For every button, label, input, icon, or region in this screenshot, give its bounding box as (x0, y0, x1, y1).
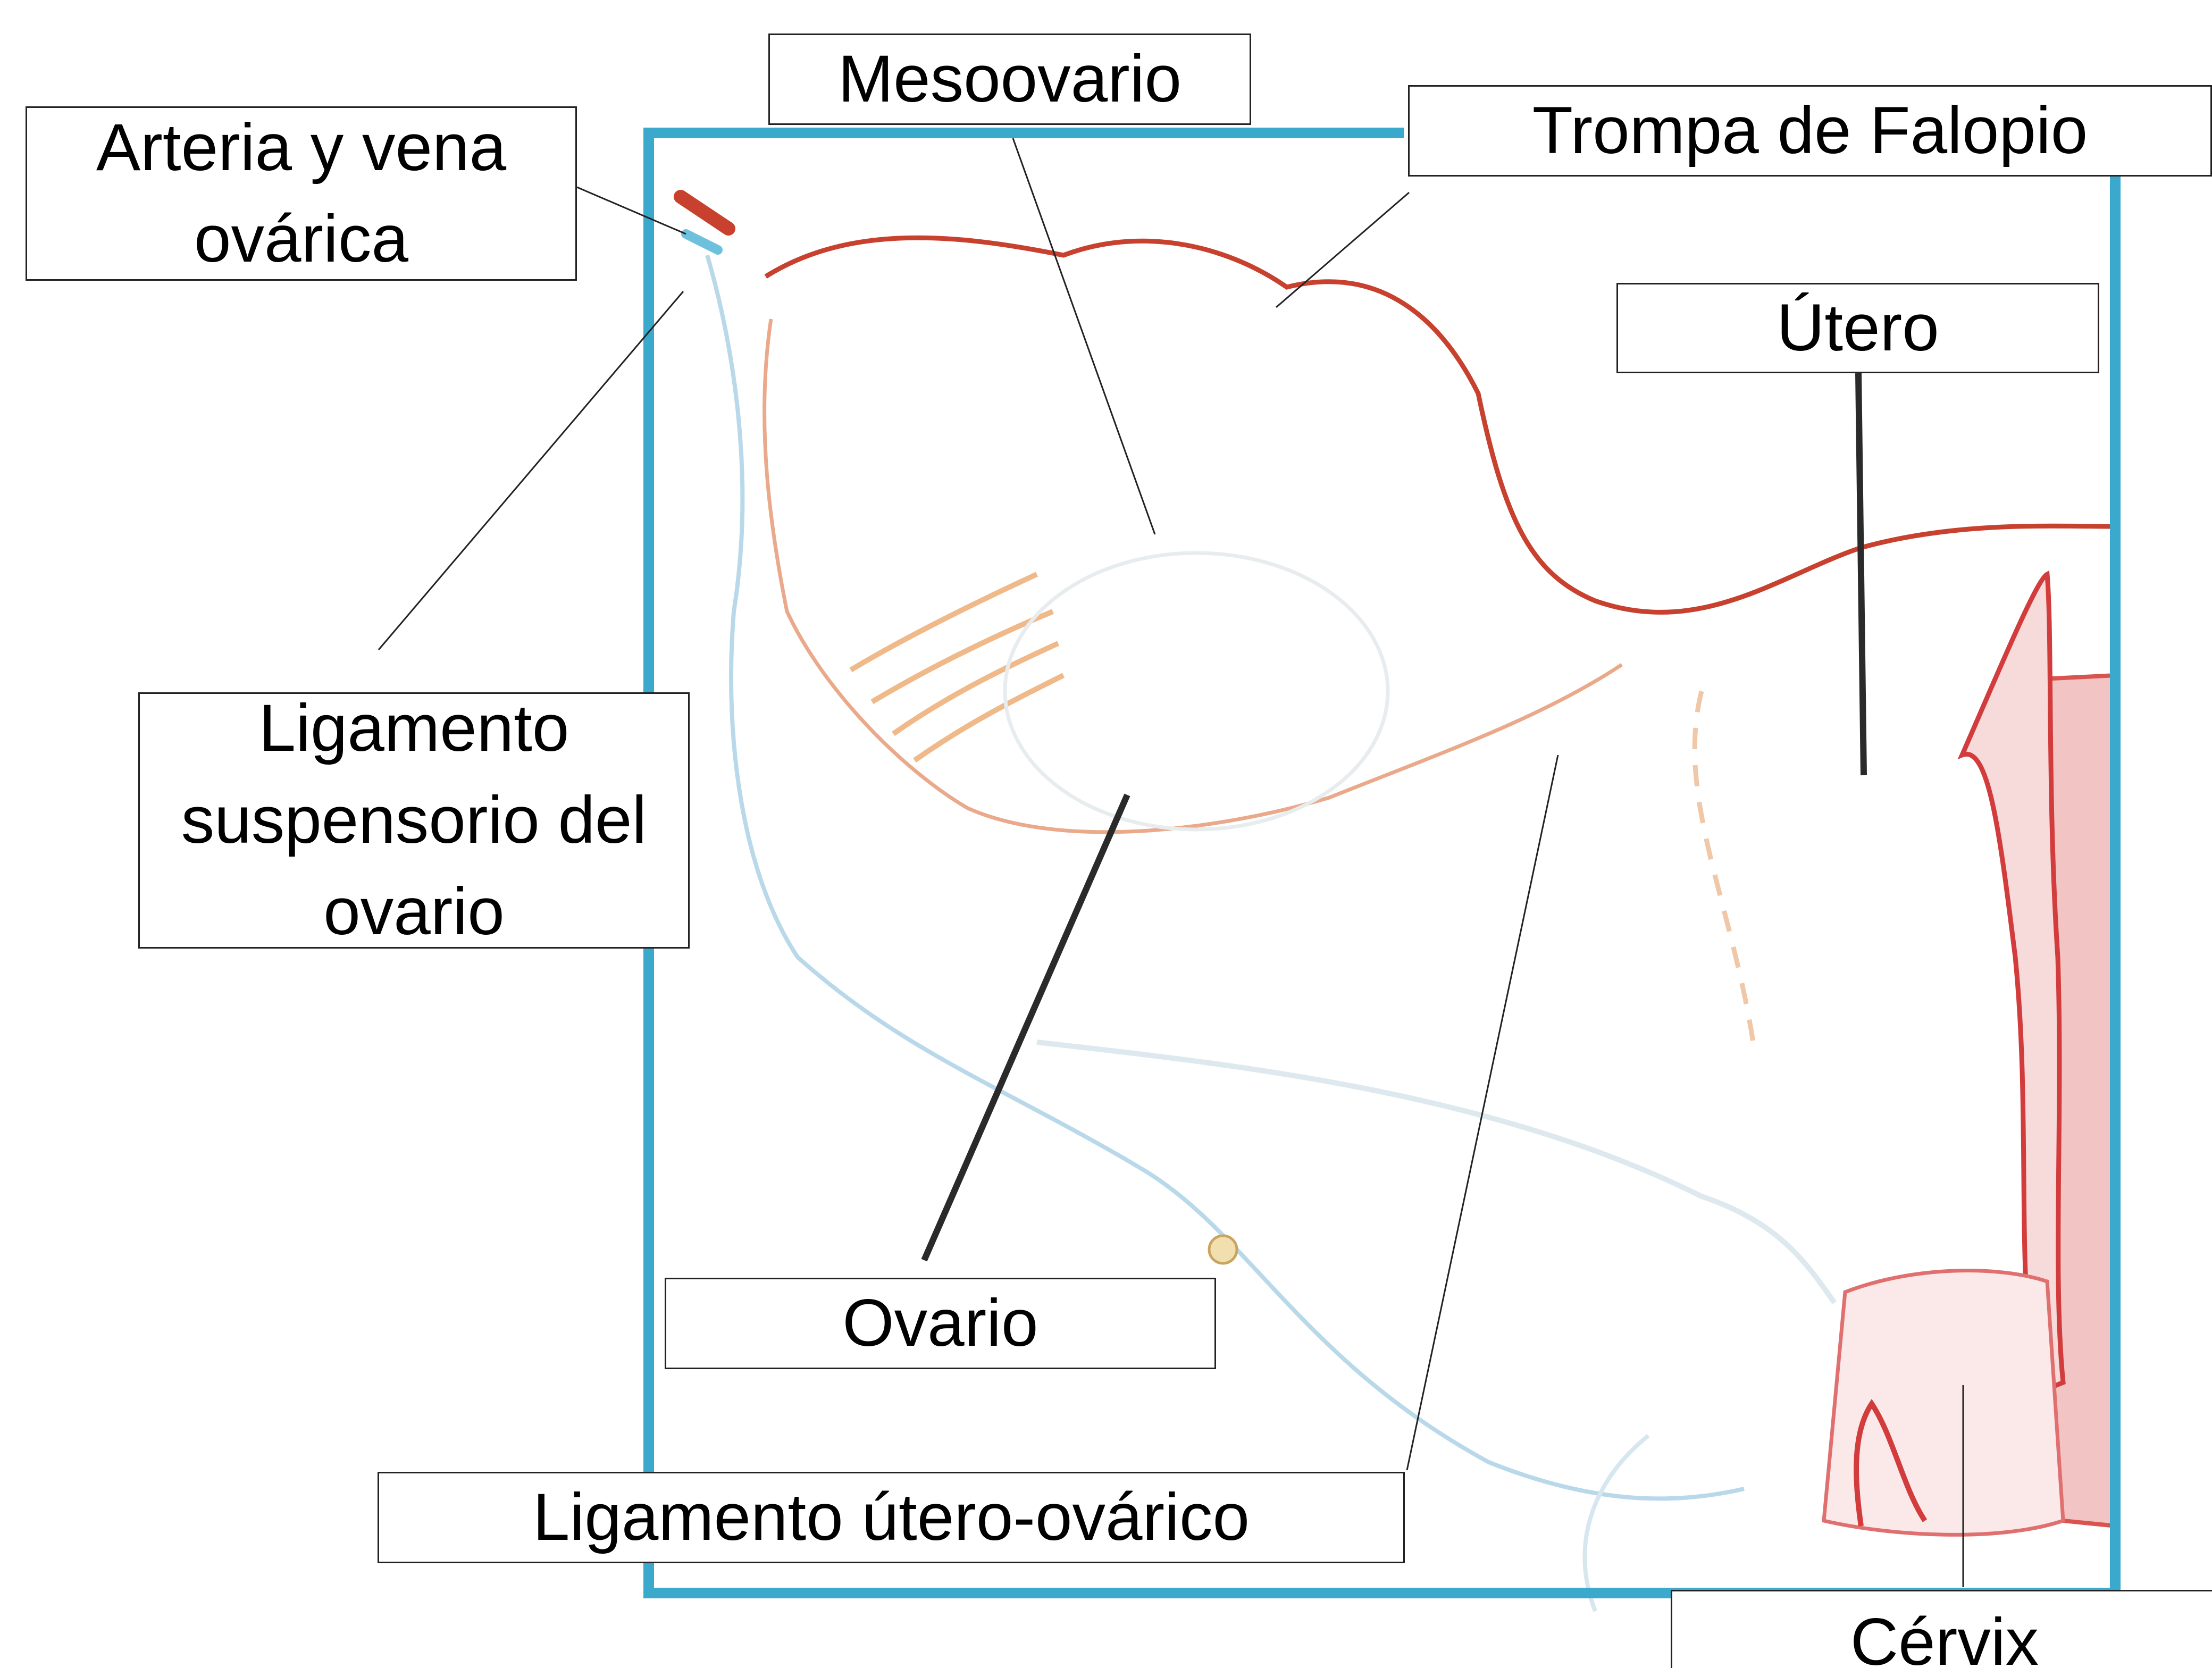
label-ligamento-utero-ovarico: Ligamento útero-ovárico (378, 1472, 1405, 1563)
label-cervix: Cérvix (1671, 1590, 2212, 1668)
pointer-suspensorio (379, 291, 683, 650)
fimbriae (851, 574, 1063, 760)
node-mark (1209, 1236, 1237, 1263)
ovarian-artery-stub (681, 197, 728, 229)
label-utero: Útero (1616, 283, 2099, 373)
label-arteria-vena-ovarica: Arteria y vena ováricа (26, 106, 577, 281)
pointer-ligamento-utero (1407, 755, 1558, 1470)
label-ovario: Ovario (665, 1278, 1216, 1369)
lower-vessel (1585, 1436, 1648, 1611)
uterine-vessel (1037, 1042, 1834, 1303)
pointer-arteria (577, 187, 686, 234)
pointer-trompa (1276, 192, 1409, 307)
label-mesoovario: Mesoovario (768, 33, 1251, 125)
pointer-ovario (924, 795, 1127, 1260)
label-trompa-de-falopio: Trompa de Falopio (1408, 85, 2212, 177)
ovarian-vein-stub (686, 234, 718, 250)
tube-inner-line (765, 319, 1622, 832)
ligament-dash (1695, 691, 1755, 1053)
ovary-shape (1005, 553, 1388, 829)
pointer-utero (1858, 373, 1864, 775)
label-ligamento-suspensorio-del-ovario: Ligamento suspensorio del ovario (138, 692, 690, 949)
pointer-mesoovario (1013, 138, 1155, 534)
